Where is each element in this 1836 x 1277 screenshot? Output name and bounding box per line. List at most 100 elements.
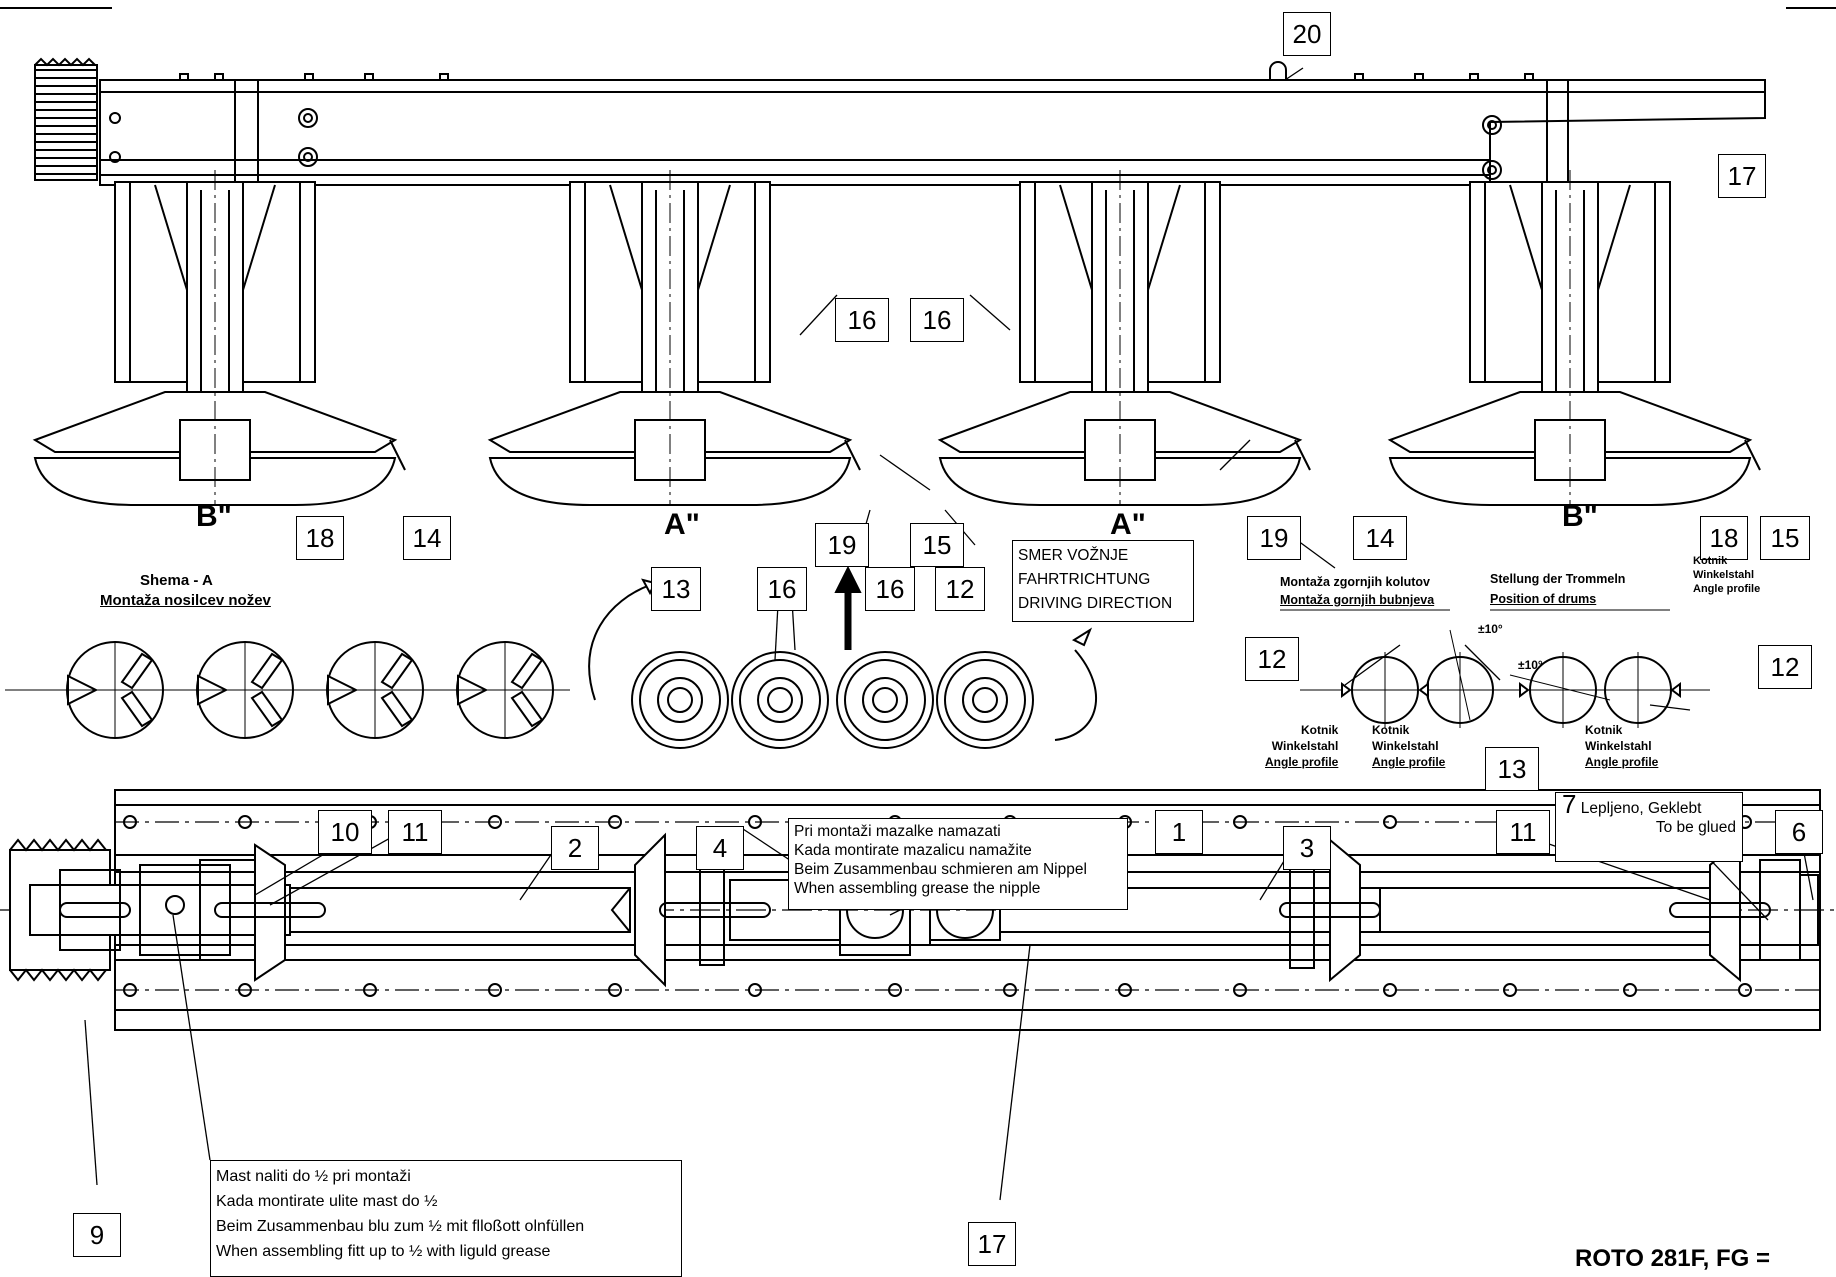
beam-hole	[488, 815, 502, 829]
callout-11-left: 11	[388, 810, 442, 854]
callout-18-right: 18	[1700, 516, 1748, 560]
grease-note-line: When assembling grease the nipple	[794, 880, 1041, 897]
drum-label-a-right: A"	[1110, 508, 1146, 541]
callout-13-position: 13	[1485, 747, 1539, 791]
callout-19-left: 19	[815, 523, 869, 567]
drum-label-b-right: B"	[1562, 500, 1598, 533]
callout-20: 20	[1283, 12, 1331, 56]
callout-16-right: 16	[910, 298, 964, 342]
frame-beam-17	[99, 61, 1766, 186]
driving-direction-line: DRIVING DIRECTION	[1018, 595, 1173, 612]
angle-text: Angle profile	[1372, 755, 1446, 769]
beam-hole	[238, 815, 252, 829]
callout-4: 4	[696, 826, 744, 870]
callout-12-right: 12	[1758, 645, 1812, 689]
beam-hole	[123, 815, 137, 829]
angle-text: Winkelstahl	[1693, 569, 1755, 581]
callout-2: 2	[551, 826, 599, 870]
beam-hole	[608, 983, 622, 997]
beam-hole	[238, 983, 252, 997]
beam-hole	[1003, 983, 1017, 997]
callout-12-disc: 12	[935, 567, 985, 611]
angle-text: Kotnik	[1372, 723, 1410, 737]
fill-note-line: Kada montirate ulite mast do ½	[216, 1193, 438, 1210]
angle-label-2: Kotnik Winkelstahl Angle profile	[1372, 722, 1445, 770]
drum-label-a-left: A"	[664, 508, 700, 541]
beam-hole	[363, 983, 377, 997]
drum-label-b-left: B"	[196, 500, 232, 533]
pulley-top	[34, 57, 98, 181]
beam-hole	[608, 815, 622, 829]
schema-a-drawing	[5, 641, 570, 739]
model-label: ROTO 281F, FG =	[1575, 1245, 1770, 1272]
position-head-2b: Position of drums	[1490, 592, 1597, 606]
angle-text: Kotnik	[1693, 555, 1728, 567]
glue-note-line1: Lepljeno, Geklebt	[1580, 800, 1702, 817]
schema-subtitle: Montaža nosilcev nožev	[100, 592, 271, 609]
beam-hole	[1623, 983, 1637, 997]
angle-label-1: Kotnik Winkelstahl Angle profile	[1265, 722, 1338, 770]
angle-text: Kotnik	[1301, 723, 1339, 737]
glue-note: 7 Lepljeno, Geklebt To be glued	[1555, 789, 1743, 862]
position-head-2: Stellung der Trommeln	[1490, 572, 1626, 586]
callout-12-left: 12	[1245, 637, 1299, 681]
callout-14-right: 14	[1353, 516, 1407, 560]
beam-hole	[1383, 983, 1397, 997]
tolerance-1: ±10°	[1478, 622, 1503, 636]
grease-note-line: Beim Zusammenbau schmieren am Nippel	[794, 861, 1087, 878]
glue-note-line2: To be glued	[1655, 819, 1736, 836]
beam-hole	[1233, 983, 1247, 997]
rotation-arrow-right	[1054, 649, 1097, 741]
driving-direction-arrow	[834, 565, 862, 650]
drum-position-drawing	[1280, 609, 1710, 728]
beam-hole	[1118, 983, 1132, 997]
angle-text: Angle profile	[1265, 755, 1339, 769]
driving-direction-box: SMER VOŽNJE FAHRTRICHTUNG DRIVING DIRECT…	[1012, 540, 1194, 622]
beam-hole	[748, 983, 762, 997]
grease-note-line: Pri montaži mazalke namazati	[794, 823, 1001, 840]
position-head-1b: Montaža gornjih bubnjeva	[1280, 593, 1435, 607]
disc-16-b	[836, 651, 934, 749]
beam-hole	[488, 983, 502, 997]
angle-label-top: Kotnik Winkelstahl Angle profile	[1693, 554, 1760, 596]
callout-10: 10	[318, 810, 372, 854]
grease-note-line: Kada montirate mazalicu namažite	[794, 842, 1032, 859]
schema-title: Shema - A	[140, 572, 213, 589]
beam-hole	[1233, 815, 1247, 829]
disc-16-a	[731, 651, 829, 749]
beam-hole	[1383, 815, 1397, 829]
fill-note-line: When assembling fitt up to ½ with liguld…	[216, 1243, 551, 1260]
drum-a-right	[937, 170, 1311, 506]
drum-b-right	[1387, 170, 1761, 506]
rotation-arrow-left	[588, 584, 651, 701]
drum-b-left	[32, 170, 406, 506]
driving-direction-line: SMER VOŽNJE	[1018, 547, 1129, 564]
fill-note-line: Mast naliti do ½ pri montaži	[216, 1168, 411, 1185]
rotation-discs	[588, 578, 1097, 749]
beam-hole	[748, 815, 762, 829]
beam-hole	[1503, 983, 1517, 997]
callout-6: 6	[1775, 810, 1823, 854]
callout-15-mid: 15	[910, 523, 964, 567]
angle-label-3: Kotnik Winkelstahl Angle profile	[1585, 722, 1658, 770]
angle-text: Winkelstahl	[1585, 739, 1652, 753]
callout-18-left: 18	[296, 516, 344, 560]
callout-13-disc: 13	[651, 567, 701, 611]
angle-text: Kotnik	[1585, 723, 1623, 737]
callout-16-disc-a: 16	[757, 567, 807, 611]
callout-1: 1	[1155, 810, 1203, 854]
callout-17-top: 17	[1718, 154, 1766, 198]
beam-hole	[1738, 983, 1752, 997]
angle-text: Winkelstahl	[1372, 739, 1439, 753]
drum-a-left	[487, 170, 861, 506]
leader-lines	[84, 67, 1814, 1201]
callout-3: 3	[1283, 826, 1331, 870]
tolerance-2: ±10°	[1518, 658, 1543, 672]
angle-text: Angle profile	[1693, 583, 1761, 595]
glue-note-number: 7	[1562, 789, 1577, 819]
callout-16-disc-b: 16	[865, 567, 915, 611]
callout-16-left: 16	[835, 298, 889, 342]
driving-direction-line: FAHRTRICHTUNG	[1018, 571, 1151, 588]
angle-text: Winkelstahl	[1271, 739, 1339, 753]
